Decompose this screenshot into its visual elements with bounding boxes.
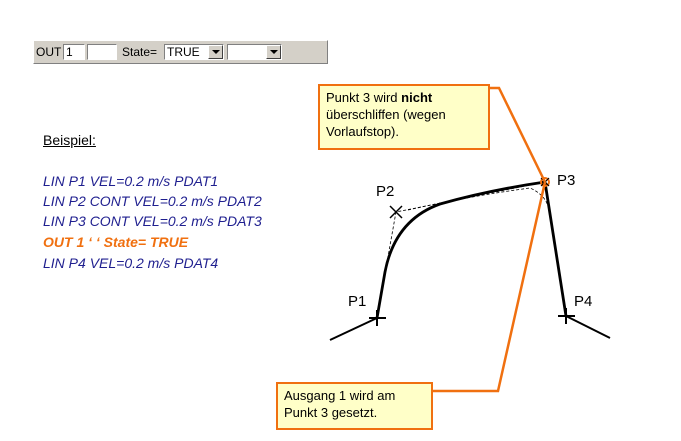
outgoing-path-line [565,315,611,339]
code-line-3: LIN P3 CONT VEL=0.2 m/s PDAT3 [43,213,262,229]
callout-top: Punkt 3 wird nicht überschliffen (wegen … [318,84,490,150]
callout-bottom-line1: Ausgang 1 wird am [284,388,396,403]
p4-marker-icon [558,308,575,324]
out-toolbar: OUT 1 State= TRUE [33,40,328,64]
callout-top-line1: Punkt 3 wird nicht [326,90,433,105]
code-line-5: LIN P4 VEL=0.2 m/s PDAT4 [43,255,219,271]
state-label: State= [122,45,158,59]
code-line-out: OUT 1 ‘ ‘ State= TRUE [43,234,189,250]
code-line-2: LIN P2 CONT VEL=0.2 m/s PDAT2 [43,193,262,209]
example-heading: Beispiel: [43,132,96,148]
callout-top-line3: Vorlaufstop). [326,124,399,139]
callout-top-line2: überschliffen (wegen [326,107,446,122]
callout-bottom-line2: Punkt 3 gesetzt. [284,405,378,420]
p2-marker-icon [389,205,403,219]
p1-marker-icon [369,310,386,326]
out-text-field[interactable] [87,44,117,60]
extra-dropdown-arrow-icon[interactable] [266,45,281,59]
state-select[interactable]: TRUE [164,44,224,60]
state-dropdown-arrow-icon[interactable] [208,45,223,59]
extra-select[interactable] [227,44,282,60]
code-line-1: LIN P1 VEL=0.2 m/s PDAT1 [43,173,219,189]
state-select-value: TRUE [167,45,200,59]
label-p4: P4 [574,293,593,310]
out-number-field[interactable]: 1 [63,44,85,60]
label-p2: P2 [376,183,395,200]
incoming-path-line [329,317,378,341]
label-p3: P3 [557,172,576,189]
actual-path-curve [375,180,546,319]
path-p3-p4 [543,181,568,317]
callout-bottom-pointer [432,181,547,393]
out-label: OUT [36,45,62,59]
label-p1: P1 [348,293,367,310]
callout-top-pointer [488,86,547,183]
callout-bottom: Ausgang 1 wird am Punkt 3 gesetzt. [276,382,433,430]
